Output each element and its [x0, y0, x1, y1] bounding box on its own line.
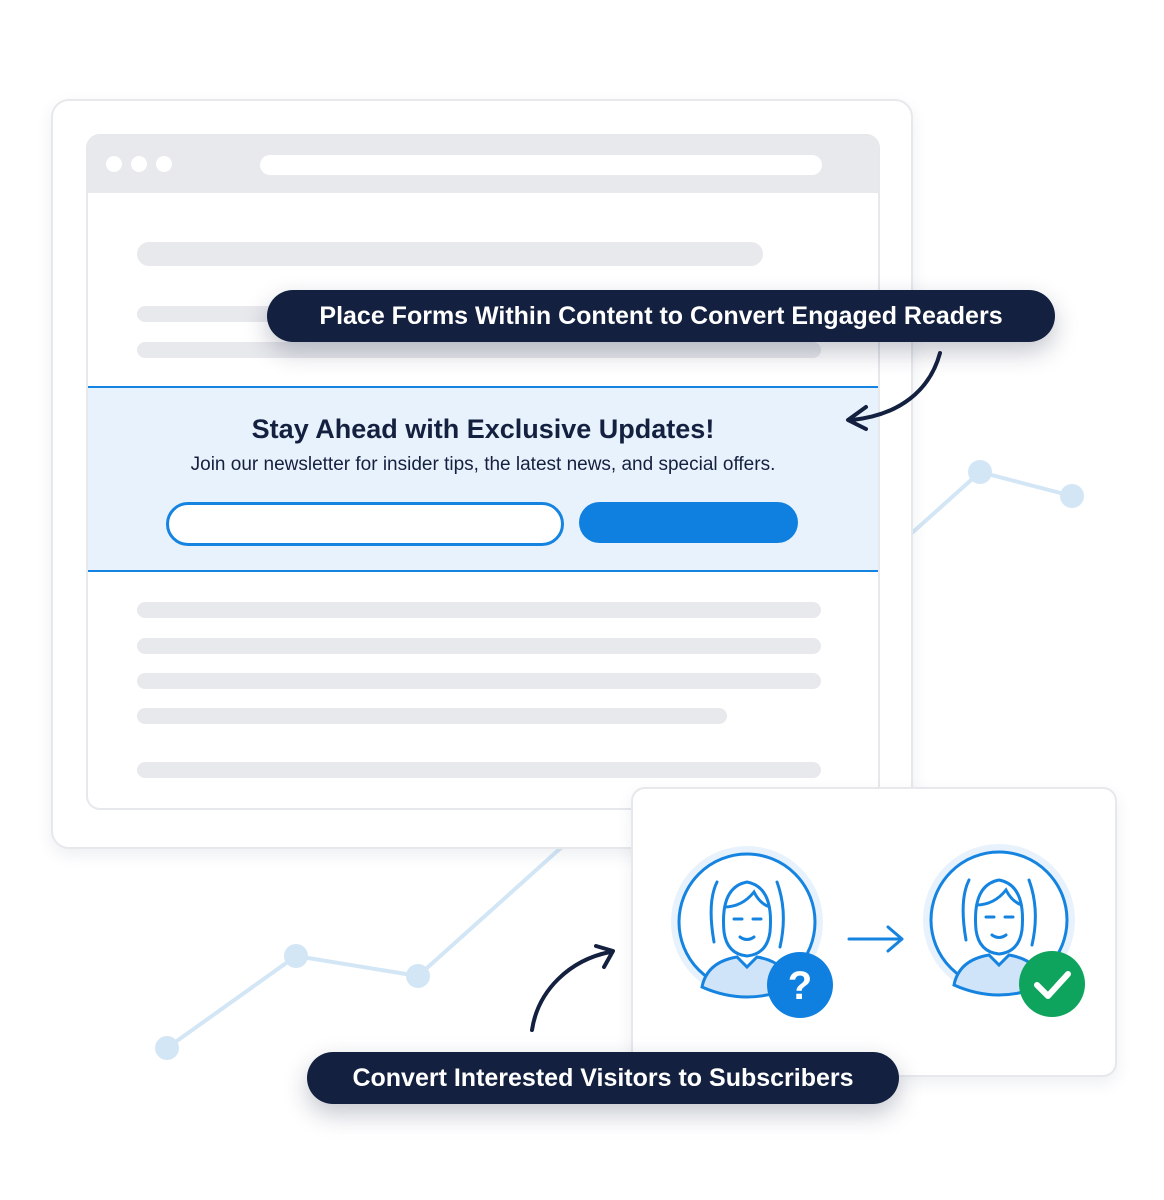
form-subtitle: Join our newsletter for insider tips, th…: [190, 454, 776, 475]
callout-bottom: Convert Interested Visitors to Subscribe…: [307, 1052, 899, 1104]
browser-window: Stay Ahead with Exclusive Updates! Join …: [86, 134, 880, 810]
content-placeholder-line: [137, 602, 821, 618]
question-badge: ?: [767, 952, 833, 1018]
curved-arrow-icon: [530, 944, 615, 1032]
address-bar[interactable]: [260, 155, 822, 175]
content-placeholder-line: [137, 673, 821, 689]
callout-top: Place Forms Within Content to Convert En…: [267, 290, 1055, 342]
content-placeholder-heading: [137, 242, 763, 266]
question-mark: ?: [788, 964, 812, 1008]
form-title: Stay Ahead with Exclusive Updates!: [251, 414, 715, 444]
content-placeholder-line: [137, 708, 727, 724]
email-input[interactable]: [166, 502, 564, 546]
window-dot: [131, 156, 147, 172]
curved-arrow-icon: [846, 351, 942, 431]
check-badge: [1019, 951, 1085, 1017]
conversion-card: ?: [631, 787, 1117, 1077]
check-icon: [1034, 971, 1071, 999]
newsletter-form: Stay Ahead with Exclusive Updates! Join …: [88, 386, 878, 572]
window-dot: [156, 156, 172, 172]
content-placeholder-line: [137, 342, 821, 358]
content-placeholder-line: [137, 638, 821, 654]
content-placeholder-line: [137, 762, 821, 778]
arrow-right-icon: [847, 925, 904, 953]
subscribe-button[interactable]: [579, 502, 798, 543]
window-dot: [106, 156, 122, 172]
browser-toolbar: [88, 136, 878, 193]
